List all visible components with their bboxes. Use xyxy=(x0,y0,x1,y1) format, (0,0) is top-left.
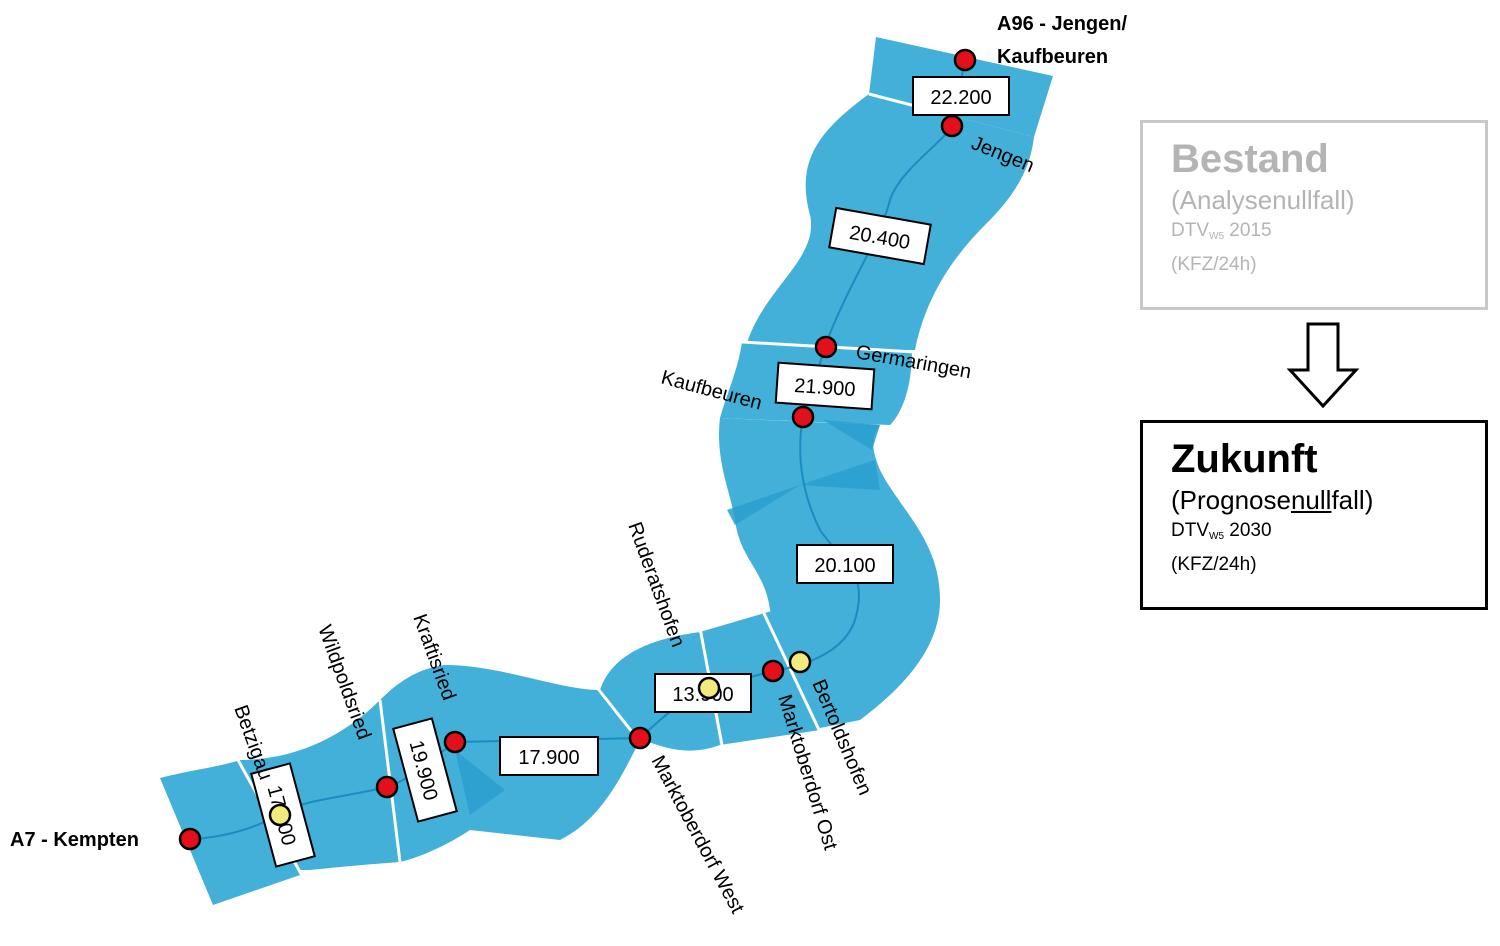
road-centerline xyxy=(189,59,966,840)
value-text: 21.900 xyxy=(794,375,857,401)
legend-zukunft-subtitle: (Prognosenullfall) xyxy=(1171,483,1485,517)
value-text: 20.100 xyxy=(814,555,875,577)
junction-markers xyxy=(178,48,977,851)
shade-kraftisried xyxy=(455,750,505,815)
legend-zukunft: Zukunft (Prognosenullfall) DTVW5 2030 (K… xyxy=(1140,420,1488,610)
subtitle-pre: (Prognose xyxy=(1171,485,1291,515)
dtv-year: 2030 xyxy=(1224,520,1272,541)
junction-mo-west xyxy=(628,726,652,750)
value-jengen-germaringen: 20.400 xyxy=(828,206,932,266)
junction-a96 xyxy=(953,48,977,72)
down-arrow-icon xyxy=(1286,322,1360,409)
junction-jengen xyxy=(940,114,964,138)
legend-bestand: Bestand (Analysenullfall) DTVW5 2015 (KF… xyxy=(1140,120,1488,310)
subtitle-post: fall) xyxy=(1331,485,1374,515)
value-text: 22.200 xyxy=(930,87,991,109)
legend-bestand-dtv: DTVW5 2015 xyxy=(1171,217,1485,251)
junction-kaufbeuren xyxy=(791,405,815,429)
dtv-label: DTV xyxy=(1171,220,1209,241)
legend-zukunft-dtv: DTVW5 2030 xyxy=(1171,517,1485,551)
shade-kaufbeuren-3 xyxy=(727,485,800,525)
junction-a7 xyxy=(178,827,202,851)
dtv-subscript: W5 xyxy=(1209,231,1224,242)
dtv-subscript: W5 xyxy=(1209,531,1224,542)
value-a96-jengen: 22.200 xyxy=(912,76,1010,116)
subtitle-underlined: null xyxy=(1290,485,1332,515)
value-text: 17.900 xyxy=(518,747,579,769)
junction-kraftisried xyxy=(443,730,467,754)
dtv-label: DTV xyxy=(1171,520,1209,541)
shade-kaufbeuren-1 xyxy=(823,420,880,450)
shade-kaufbeuren-2 xyxy=(800,460,880,490)
label-a7: A7 - Kempten xyxy=(10,829,139,851)
legend-bestand-subtitle: (Analysenullfall) xyxy=(1171,185,1355,215)
legend-bestand-unit: (KFZ/24h) xyxy=(1171,254,1257,275)
junction-betzigau xyxy=(268,803,292,827)
label-ruderatshofen: Ruderatshofen xyxy=(623,519,689,650)
junction-bertoldshofen xyxy=(788,650,812,674)
junction-mo-ost xyxy=(761,659,785,683)
value-germaringen-kaufbeuren: 21.900 xyxy=(774,361,876,411)
legend-bestand-title: Bestand xyxy=(1171,137,1329,181)
value-kraftisried-wildpoldsried: 19.900 xyxy=(392,717,458,823)
label-wildpoldsried: Wildpoldsried xyxy=(313,622,375,742)
label-mo-west: Marktoberdorf West xyxy=(647,752,749,917)
dtv-year: 2015 xyxy=(1224,220,1272,241)
junction-ruderatshofen xyxy=(697,676,721,700)
traffic-value-labels: 22.200 20.400 21.900 20.100 13.900 17.90… xyxy=(250,76,1010,868)
label-a96-line1: A96 - Jengen/ xyxy=(997,13,1127,35)
band-shading xyxy=(455,420,880,815)
legend-zukunft-title: Zukunft xyxy=(1171,437,1318,481)
junction-wildpoldsried xyxy=(375,775,399,799)
legend-zukunft-unit: (KFZ/24h) xyxy=(1171,554,1257,575)
value-mo-west-kraftisried: 17.900 xyxy=(499,736,599,776)
label-a96-line2: Kaufbeuren xyxy=(997,46,1108,68)
junction-germaringen xyxy=(814,335,838,359)
value-kaufbeuren-bertoldshofen: 20.100 xyxy=(796,544,894,584)
